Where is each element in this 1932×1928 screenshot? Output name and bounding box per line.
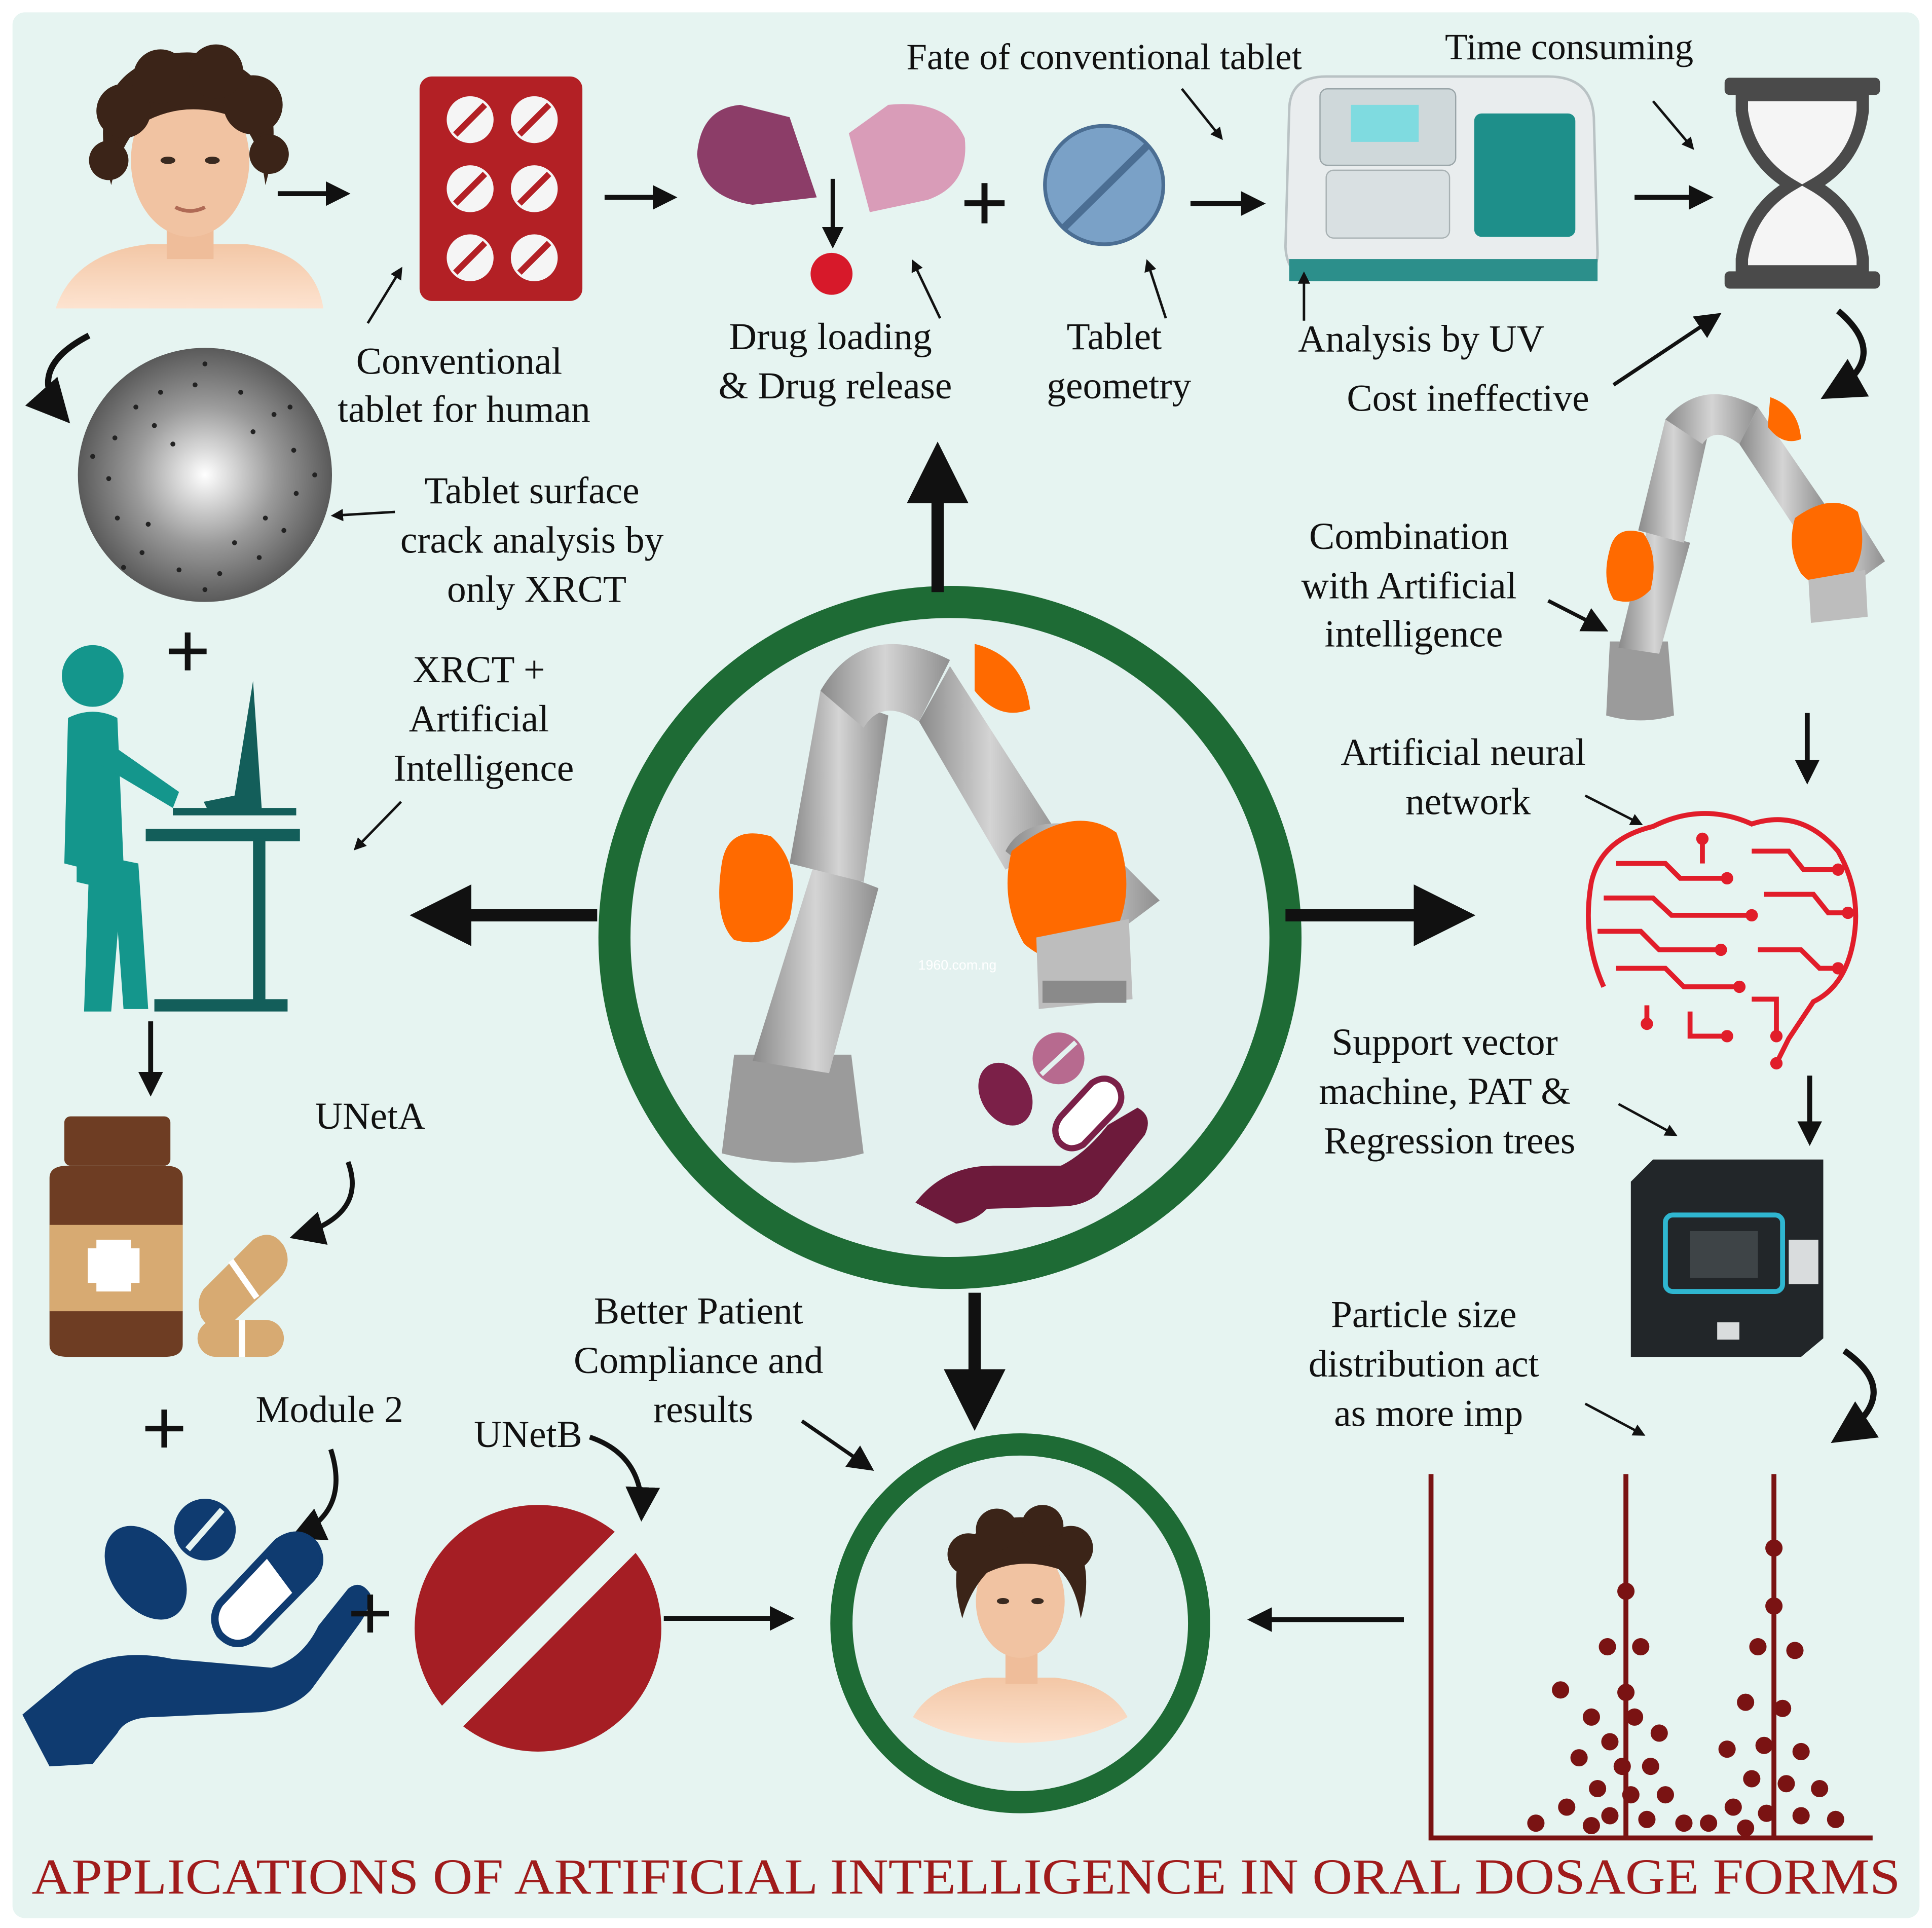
label-tablet-geometry: Tablet geometry — [1047, 316, 1191, 407]
computer-worker-icon — [62, 645, 300, 1012]
patient-portrait-icon — [55, 44, 323, 309]
label-time-consuming: Time consuming — [1445, 26, 1693, 67]
red-scored-tablet-icon — [415, 1505, 661, 1752]
label-xrct-ai: XRCT + Artificial Intelligence — [393, 649, 574, 790]
leader-arrow — [366, 267, 402, 324]
robotic-arm-icon — [719, 644, 1160, 1163]
pills-icon — [197, 1235, 288, 1357]
label-conventional: Conventional tablet for human — [338, 340, 590, 430]
leader-arrow — [911, 259, 942, 319]
particle-distribution-plot-icon — [1428, 1474, 1873, 1841]
leader-arrow — [1584, 794, 1643, 825]
curved-arrow — [290, 1449, 339, 1540]
circuit-brain-icon — [1586, 811, 1859, 1065]
label-particle-size: Particle size distribution act as more i… — [1309, 1294, 1549, 1435]
curved-arrow — [1820, 308, 1869, 399]
blue-tablet-icon — [1043, 124, 1166, 246]
uv-spectrophotometer-icon — [1284, 75, 1599, 281]
label-fate: Fate of conventional tablet — [906, 36, 1302, 77]
leader-arrow — [1547, 599, 1609, 632]
hand-with-pills-icon — [22, 1499, 370, 1767]
hourglass-icon — [1724, 78, 1880, 289]
label-ann: Artificial neural network — [1341, 731, 1595, 823]
plus-sign: + — [960, 155, 1009, 251]
label-better-compliance: Better Patient Compliance and results — [574, 1290, 833, 1431]
xrct-scan-disc-icon — [78, 348, 332, 602]
circuit-brain-nodes — [1641, 832, 1854, 1070]
label-drug-loading: Drug loading & Drug release — [719, 316, 952, 407]
curved-arrow — [1831, 1348, 1879, 1443]
leader-arrow — [1612, 313, 1722, 387]
medicine-bottle-icon — [49, 1116, 183, 1357]
leader-arrow — [353, 801, 402, 850]
curved-arrow — [589, 1434, 660, 1522]
label-uneta: UNetA — [315, 1095, 426, 1137]
leader-arrow — [1144, 259, 1167, 319]
tablet-blister-pack-icon — [419, 76, 583, 301]
label-unetb: UNetB — [474, 1414, 582, 1456]
plus-sign: + — [347, 1568, 394, 1658]
hand-with-pills-icon — [915, 1032, 1148, 1224]
plus-sign: + — [165, 606, 211, 696]
leader-arrow — [1652, 100, 1694, 150]
leader-arrow — [330, 509, 395, 522]
label-combination: Combination with Artificial intelligence — [1301, 515, 1526, 655]
patient-result-icon — [913, 1505, 1128, 1743]
figure-title: APPLICATIONS OF ARTIFICIAL INTELLIGENCE … — [31, 1848, 1900, 1905]
curved-arrow — [289, 1161, 355, 1245]
open-capsule-icon — [697, 104, 965, 212]
processor-chip-icon — [1630, 1159, 1824, 1357]
label-uv: Analysis by UV — [1298, 318, 1544, 360]
label-cost: Cost ineffective — [1347, 377, 1589, 419]
label-surface-crack: Tablet surface crack analysis by only XR… — [400, 470, 673, 611]
drug-drop-icon — [810, 252, 853, 295]
plus-sign: + — [141, 1383, 188, 1473]
watermark: 1960.com.ng — [918, 957, 997, 973]
leader-arrow — [801, 1419, 874, 1471]
leader-arrow — [1618, 1103, 1678, 1136]
leader-arrow — [1181, 88, 1223, 140]
curved-arrow — [25, 332, 91, 424]
label-module2: Module 2 — [256, 1389, 403, 1431]
label-svm: Support vector machine, PAT & Regression… — [1319, 1021, 1580, 1162]
robotic-arm-icon — [1606, 394, 1885, 721]
leader-arrow — [1584, 1402, 1646, 1436]
